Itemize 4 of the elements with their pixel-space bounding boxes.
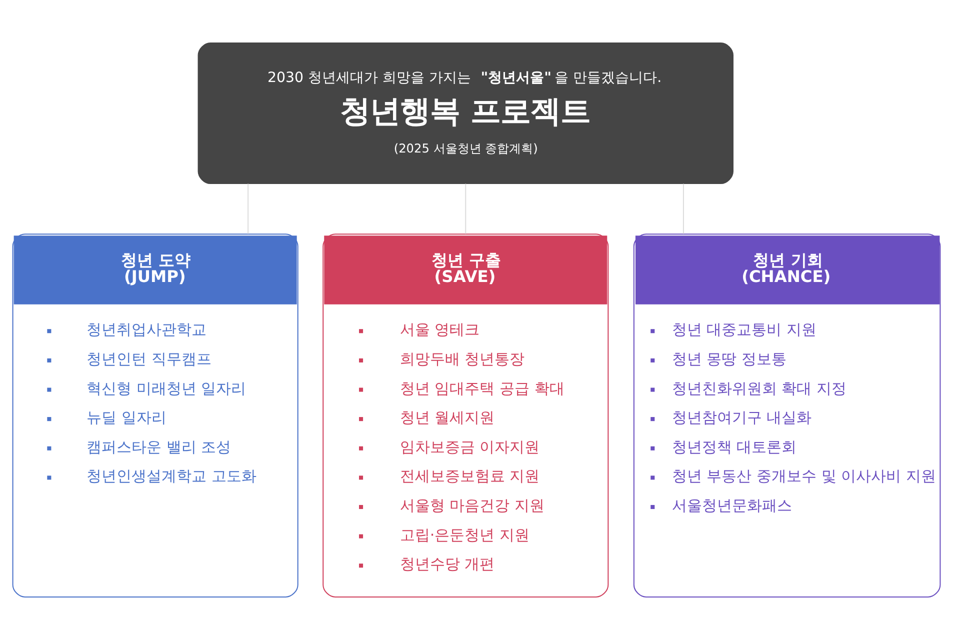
connector [465,183,466,234]
connector [682,183,684,234]
node-box: 2030 청년세대가 희망을 가지는 "청년서울"을 만들겠습니다. 청년행복 프로젝트 (2025 서울청년 종합계획) [198,42,734,184]
connector [248,183,249,234]
